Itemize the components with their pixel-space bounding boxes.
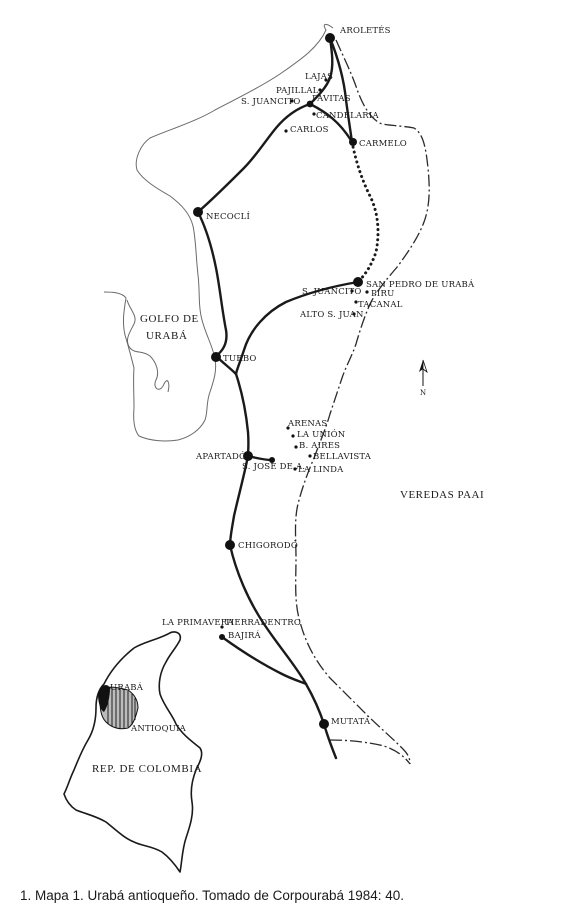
village-dot-pajillal bbox=[318, 88, 322, 92]
village-dot-sjuancito-n bbox=[290, 99, 294, 103]
label-inset-country: REP. DE COLOMBIA bbox=[92, 763, 202, 775]
town-dot-pavitas bbox=[306, 100, 314, 108]
antioquia-region bbox=[99, 686, 139, 730]
label-sjose: S. JOSÉ DE A. bbox=[242, 460, 305, 472]
label-turbo: TURBO bbox=[223, 354, 257, 364]
town-dot-chigorodo bbox=[225, 540, 235, 550]
road-carmelo-sanpedro-dotted bbox=[350, 140, 380, 284]
label-chigorodo: CHIGORODÓ bbox=[238, 539, 298, 551]
department-boundary-south bbox=[329, 739, 411, 765]
label-tacanal: TACANAL bbox=[358, 300, 403, 310]
label-arenas: ARENAS bbox=[287, 419, 327, 429]
coastline bbox=[103, 23, 334, 442]
label-aroletes: AROLETÉS bbox=[339, 24, 391, 36]
village-dot-piru bbox=[365, 290, 369, 294]
label-veredas-paai: VEREDAS PAAI bbox=[400, 489, 484, 501]
department-boundary bbox=[294, 39, 430, 765]
village-dot-lajas bbox=[324, 78, 328, 82]
uraba-region bbox=[98, 685, 110, 712]
north-arrow-icon: N bbox=[419, 359, 428, 397]
town-dot-turbo bbox=[211, 352, 221, 362]
village-dot-la-linda bbox=[293, 467, 297, 471]
label-apartado: APARTADÓ bbox=[195, 450, 246, 462]
gulf-west-shore bbox=[126, 299, 170, 393]
village-dot-carlos bbox=[284, 129, 288, 133]
label-la-primavera: LA PRIMAVERA bbox=[162, 618, 234, 628]
road-aroletes-pavitas bbox=[308, 36, 334, 106]
antioquia-hatching bbox=[107, 688, 136, 729]
label-sanpedro: SAN PEDRO DE URABÁ bbox=[366, 278, 475, 290]
label-bellavista: BELLAVISTA bbox=[313, 452, 372, 462]
road-sanpedro-turbo bbox=[234, 280, 360, 376]
colombia-outline bbox=[63, 631, 203, 873]
village-dot-b-aires bbox=[294, 445, 298, 449]
town-dot-sanpedro bbox=[353, 277, 363, 287]
town-dot-necocli bbox=[193, 207, 203, 217]
village-dot-arenas bbox=[286, 426, 290, 430]
road-mutata-south bbox=[322, 722, 338, 760]
label-necocli: NECOCLÍ bbox=[206, 210, 250, 222]
label-bajira: BAJIRÁ bbox=[228, 629, 262, 641]
town-dot-carmelo bbox=[349, 138, 357, 146]
village-dot-candelaria bbox=[312, 112, 316, 116]
label-carmelo: CARMELO bbox=[359, 139, 407, 149]
town-dot-aroletes bbox=[325, 33, 335, 43]
label-b-aires: B. AIRES bbox=[299, 441, 340, 451]
town-dot-mutata bbox=[319, 719, 329, 729]
road-turbo-apartado bbox=[234, 372, 250, 458]
label-lajas: LAJAS bbox=[305, 72, 333, 82]
village-dot-sjuancito-s bbox=[350, 289, 354, 293]
road-apartado-chigorodo bbox=[228, 454, 250, 547]
figure-caption: 1. Mapa 1. Urabá antioqueño. Tomado de C… bbox=[20, 888, 405, 903]
town-dot-bajira bbox=[219, 634, 225, 640]
village-dot-tacanal bbox=[354, 300, 358, 304]
label-pavitas: PAVITAS bbox=[312, 94, 351, 104]
village-dot-la-union bbox=[291, 434, 295, 438]
label-alto-sjuan: ALTO S. JUAN bbox=[299, 310, 364, 320]
label-piru: PIRU bbox=[371, 289, 394, 299]
label-candelaria: CANDELARIA bbox=[316, 111, 379, 121]
label-la-union: LA UNIÓN bbox=[297, 428, 346, 440]
road-necocli-turbo bbox=[196, 210, 228, 358]
label-tierradentro: TIERRADENTRO bbox=[225, 618, 301, 628]
road-chigorodo-mutata bbox=[228, 543, 326, 726]
road-pavitas-necocli bbox=[196, 102, 312, 214]
label-gulf-line1: GOLFO DE bbox=[140, 313, 199, 325]
village-dot-alto-sjuan bbox=[352, 312, 356, 316]
town-dot-sanjose bbox=[269, 457, 275, 463]
label-sjuancito-north: S. JUANCITO bbox=[241, 97, 301, 107]
village-dot-bellavista bbox=[308, 454, 312, 458]
town-dot-apartado bbox=[243, 451, 253, 461]
label-inset-antioquia: ANTIOQUIA bbox=[130, 724, 187, 734]
label-la-linda: LA LINDA bbox=[298, 465, 344, 475]
village-dot-la-primavera bbox=[220, 625, 224, 629]
label-pajillal: PAJILLAL bbox=[276, 86, 319, 96]
label-inset-uraba: URABÁ bbox=[110, 681, 144, 693]
inset-colombia-map: URABÁ ANTIOQUIA REP. DE COLOMBIA bbox=[63, 631, 203, 873]
road-pavitas-carmelo bbox=[308, 102, 354, 144]
road-bajira-junction bbox=[220, 635, 308, 686]
svg-text:N: N bbox=[420, 389, 426, 397]
road-aroletes-carmelo bbox=[328, 36, 354, 144]
label-mutata: MUTATÁ bbox=[331, 715, 371, 727]
label-gulf-line2: URABÁ bbox=[146, 330, 188, 342]
label-carlos: CARLOS bbox=[290, 125, 329, 135]
label-sjuancito-south: S. JUANCITO bbox=[302, 287, 362, 297]
